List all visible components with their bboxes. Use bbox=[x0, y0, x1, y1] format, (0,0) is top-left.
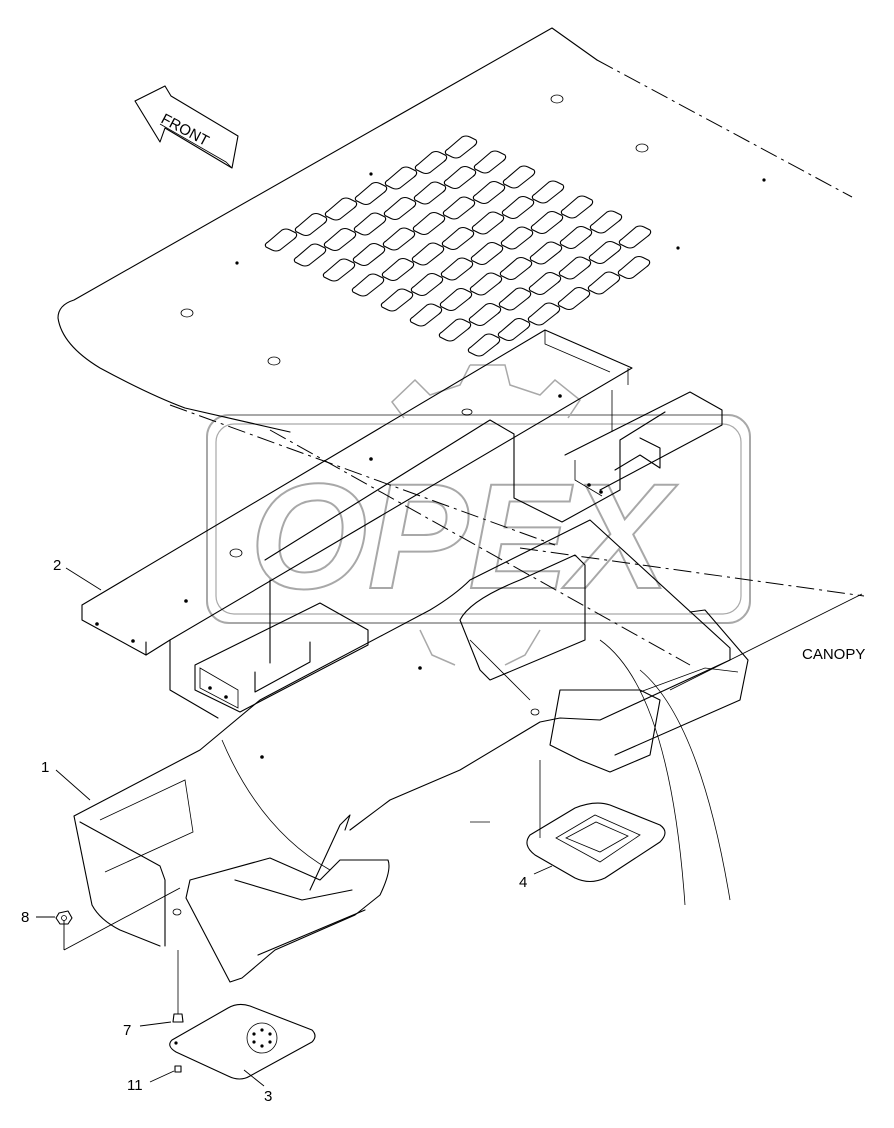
grille-slot bbox=[382, 227, 416, 251]
grille-slot bbox=[354, 181, 388, 206]
canopy-outline bbox=[57, 27, 865, 666]
grille-slot bbox=[412, 211, 446, 236]
grille-slot bbox=[264, 228, 298, 252]
grille-slot bbox=[618, 225, 652, 249]
fastener-11 bbox=[174, 1065, 182, 1073]
grille-slot bbox=[527, 302, 561, 326]
callout-8: 8 bbox=[21, 909, 29, 926]
grille-slot bbox=[380, 288, 414, 312]
grille-slot bbox=[439, 287, 473, 312]
grille-slot bbox=[384, 166, 418, 190]
canopy-label: CANOPY bbox=[802, 646, 865, 663]
bracket-part-2 bbox=[81, 329, 723, 719]
grille-slot bbox=[352, 242, 386, 267]
grille-slot bbox=[469, 272, 503, 296]
grille-slot bbox=[351, 273, 385, 297]
leader-lines bbox=[36, 567, 863, 1087]
grille-slot bbox=[559, 225, 593, 250]
grille-slot bbox=[323, 227, 357, 252]
callout-7: 7 bbox=[123, 1022, 131, 1039]
callout-labels: 2 1 8 7 11 3 4 CANOPY bbox=[21, 557, 865, 1105]
grille-slot bbox=[502, 165, 536, 189]
grille-slot bbox=[497, 317, 531, 342]
grille-slot bbox=[501, 195, 535, 220]
grille-slot bbox=[467, 333, 501, 357]
callout-1: 1 bbox=[41, 759, 49, 776]
grille-slot bbox=[438, 318, 472, 342]
grille-slot bbox=[409, 303, 443, 327]
grille-slot bbox=[383, 196, 417, 221]
grille-slot bbox=[472, 180, 506, 205]
grille-slot bbox=[470, 241, 504, 266]
grille-slot bbox=[322, 258, 356, 282]
grille-slot bbox=[471, 211, 505, 235]
grille-slot bbox=[444, 135, 478, 159]
grille-slot bbox=[441, 226, 475, 251]
plate-part-3 bbox=[169, 1003, 316, 1080]
grille-slot bbox=[531, 180, 565, 204]
grille-slot bbox=[381, 257, 415, 282]
grille-slot bbox=[587, 271, 621, 295]
grille-slot bbox=[500, 226, 534, 250]
callout-2: 2 bbox=[53, 557, 61, 574]
grille-slot bbox=[442, 196, 476, 220]
cover-plate-part-4 bbox=[526, 760, 666, 883]
grille-slot bbox=[588, 240, 622, 265]
grille-slot bbox=[473, 150, 507, 174]
grille-slot bbox=[468, 302, 502, 327]
grille-slot bbox=[499, 256, 533, 281]
grille-slot bbox=[324, 197, 358, 221]
grille-slot bbox=[440, 257, 474, 281]
callout-4: 4 bbox=[519, 874, 527, 891]
grille-slot bbox=[294, 212, 328, 237]
watermark-text: OPEX bbox=[250, 452, 678, 620]
grille-slot bbox=[560, 195, 594, 219]
grille-slot bbox=[443, 165, 477, 190]
grille-slot bbox=[413, 181, 447, 205]
grille-slot bbox=[498, 287, 532, 311]
grille-slot bbox=[414, 150, 448, 175]
front-arrow-text: FRONT bbox=[158, 111, 212, 150]
opex-watermark: OPEX bbox=[206, 364, 751, 666]
grille-slot bbox=[557, 286, 591, 311]
grille-slot bbox=[558, 256, 592, 280]
canopy-grille bbox=[264, 135, 652, 357]
grille-slot bbox=[589, 210, 623, 234]
callout-3: 3 bbox=[264, 1088, 272, 1105]
tray-part-1 bbox=[73, 519, 749, 983]
grille-slot bbox=[529, 241, 563, 265]
front-arrow: FRONT bbox=[134, 85, 239, 169]
grille-slot bbox=[293, 243, 327, 267]
grille-slot bbox=[528, 271, 562, 296]
callout-11: 11 bbox=[127, 1077, 143, 1094]
grille-slot bbox=[353, 212, 387, 236]
grille-slot bbox=[617, 255, 651, 280]
fastener-7 bbox=[172, 950, 184, 1023]
grille-slot bbox=[410, 272, 444, 297]
grille-slot bbox=[411, 242, 445, 266]
grille-slot bbox=[530, 210, 564, 235]
